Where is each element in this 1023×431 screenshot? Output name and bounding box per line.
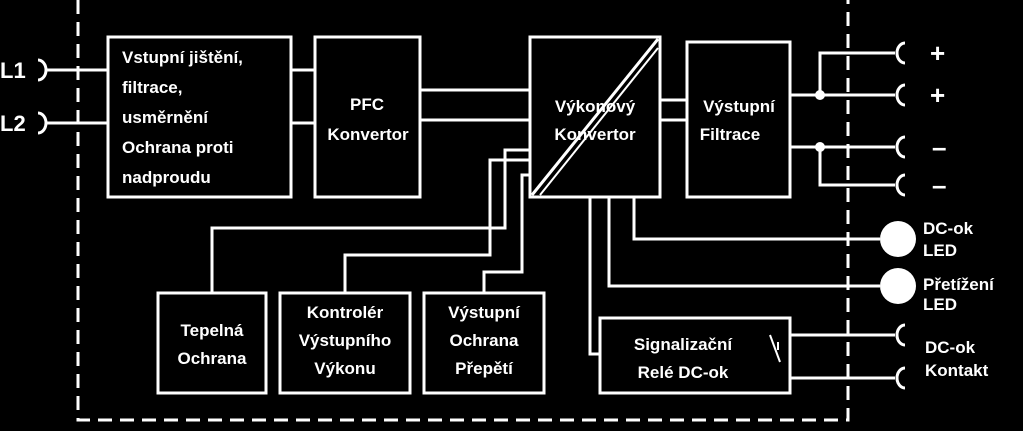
relay-terminal-1 (895, 323, 906, 347)
svg-text:Relé DC-ok: Relé DC-ok (638, 363, 729, 382)
overload-led-icon (880, 268, 916, 304)
pfc-converter-block: PFC Konvertor (313, 35, 422, 199)
svg-text:Ochrana proti: Ochrana proti (122, 138, 233, 157)
svg-text:+: + (930, 80, 945, 110)
svg-text:+: + (930, 38, 945, 68)
svg-text:Kontrolér: Kontrolér (307, 303, 384, 322)
svg-text:Tepelná: Tepelná (181, 321, 245, 340)
overvoltage-protection-block: Výstupní Ochrana Přepětí (422, 291, 546, 395)
enclosure-border (76, 0, 850, 422)
power-controller-block: Kontrolér Výstupního Výkonu (278, 291, 412, 395)
svg-text:Vstupní jištění,: Vstupní jištění, (122, 48, 243, 67)
output-terminal-minus-1: – (895, 132, 946, 162)
svg-text:Výkonový: Výkonový (555, 97, 636, 116)
input-terminal-l1: L1 (0, 58, 108, 83)
svg-text:Konvertor: Konvertor (554, 125, 636, 144)
input-terminal-l2: L2 (0, 111, 108, 136)
svg-text:Konvertor: Konvertor (327, 125, 409, 144)
svg-text:nadproudu: nadproudu (122, 168, 211, 187)
svg-text:Výstupního: Výstupního (299, 331, 392, 350)
svg-text:DC-ok: DC-ok (925, 338, 976, 357)
svg-text:Výstupní: Výstupní (448, 303, 521, 322)
dc-ok-led-label: DC-ok LED (923, 219, 974, 260)
wire-overvoltage (482, 173, 530, 293)
input-protection-block: Vstupní jištění, filtrace, usměrnění Och… (106, 35, 293, 199)
svg-text:L1: L1 (0, 58, 26, 83)
svg-text:Signalizační: Signalizační (634, 335, 734, 354)
svg-text:Výkonu: Výkonu (314, 359, 375, 378)
wire-dc-ok-led (632, 197, 880, 241)
dc-ok-contact-label: DC-ok Kontakt (925, 338, 989, 380)
output-filter-block: Výstupní Filtrace (685, 40, 792, 199)
wire-overload-led (607, 197, 880, 288)
svg-text:Výstupní: Výstupní (703, 97, 776, 116)
svg-text:Přepětí: Přepětí (455, 359, 514, 378)
output-terminal-minus-2: – (895, 170, 946, 200)
svg-text:Ochrana: Ochrana (450, 331, 520, 350)
svg-text:–: – (932, 170, 946, 200)
output-terminal-plus-2: + (895, 80, 945, 110)
svg-text:Kontakt: Kontakt (925, 361, 989, 380)
svg-text:DC-ok: DC-ok (923, 219, 974, 238)
svg-text:filtrace,: filtrace, (122, 78, 182, 97)
wire-power-controller (343, 158, 530, 293)
svg-text:usměrnění: usměrnění (122, 108, 209, 127)
svg-text:Přetížení: Přetížení (923, 275, 995, 294)
output-plus-wiring (790, 51, 895, 100)
dc-ok-led-icon (880, 221, 916, 257)
svg-text:PFC: PFC (350, 95, 384, 114)
svg-text:L2: L2 (0, 111, 26, 136)
signalling-relay-block: Signalizační Relé DC-ok (598, 316, 792, 395)
svg-text:Filtrace: Filtrace (700, 125, 760, 144)
svg-text:LED: LED (923, 241, 957, 260)
output-terminal-plus-1: + (895, 38, 945, 68)
wire-relay (588, 197, 600, 356)
overload-led-label: Přetížení LED (923, 275, 995, 314)
svg-text:Ochrana: Ochrana (178, 349, 248, 368)
relay-terminal-2 (895, 366, 906, 390)
svg-text:–: – (932, 132, 946, 162)
output-minus-wiring (790, 142, 895, 187)
svg-text:LED: LED (923, 295, 957, 314)
wire-thermal (210, 148, 530, 293)
relay-switch-icon (769, 334, 781, 363)
thermal-protection-block: Tepelná Ochrana (156, 291, 268, 395)
power-converter-block: Výkonový Konvertor (528, 35, 662, 199)
